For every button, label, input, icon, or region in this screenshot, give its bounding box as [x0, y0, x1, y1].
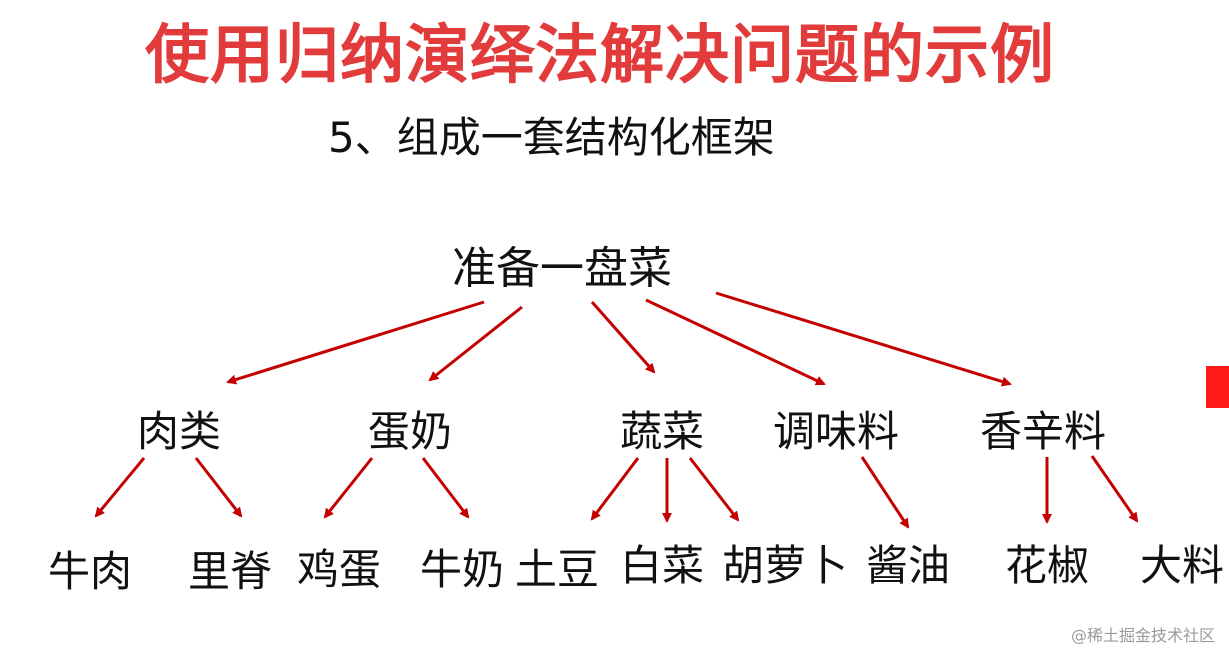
leaf-eggs: 鸡蛋: [297, 545, 382, 594]
edge-seasoning-soysauce: [860, 456, 910, 529]
leaf-star-anise: 大料: [1140, 541, 1225, 590]
edge-meat-tenderloin: [194, 457, 243, 518]
leaf-sichuan-pepper: 花椒: [1005, 541, 1090, 590]
leaf-milk: 牛奶: [420, 545, 505, 594]
category-spice: 香辛料: [980, 407, 1107, 456]
slide-title: 使用归纳演绎法解决问题的示例: [145, 19, 1055, 93]
leaf-soy-sauce: 酱油: [866, 541, 951, 590]
edge-spice-star-anise: [1090, 455, 1139, 523]
edge-egg-eggs: [323, 457, 374, 519]
edge-root-seasoning: [645, 298, 826, 386]
category-egg-dairy: 蛋奶: [368, 407, 453, 456]
edge-egg-milk: [421, 457, 470, 519]
edge-root-meat: [226, 300, 485, 385]
leaf-potato: 土豆: [515, 545, 600, 594]
edge-root-egg-dairy: [428, 305, 523, 382]
edge-root-spice: [715, 291, 1012, 387]
category-meat: 肉类: [137, 407, 222, 456]
leaf-cabbage: 白菜: [620, 541, 705, 590]
edge-veg-potato: [590, 457, 640, 521]
category-seasoning: 调味料: [773, 407, 900, 456]
edge-meat-beef: [94, 457, 146, 518]
watermark: @稀土掘金技术社区: [1070, 626, 1215, 645]
leaf-beef: 牛肉: [48, 547, 133, 596]
category-vegetable: 蔬菜: [620, 407, 705, 456]
edge-veg-carrot: [688, 457, 740, 522]
root-node: 准备一盘菜: [452, 243, 672, 294]
slide-subtitle: 5、组成一套结构化框架: [328, 113, 775, 162]
leaf-tenderloin: 里脊: [188, 547, 273, 596]
edge-root-vegetable: [590, 301, 656, 374]
side-edge-marker: [1206, 366, 1229, 408]
leaf-carrot: 胡萝卜: [722, 541, 849, 590]
